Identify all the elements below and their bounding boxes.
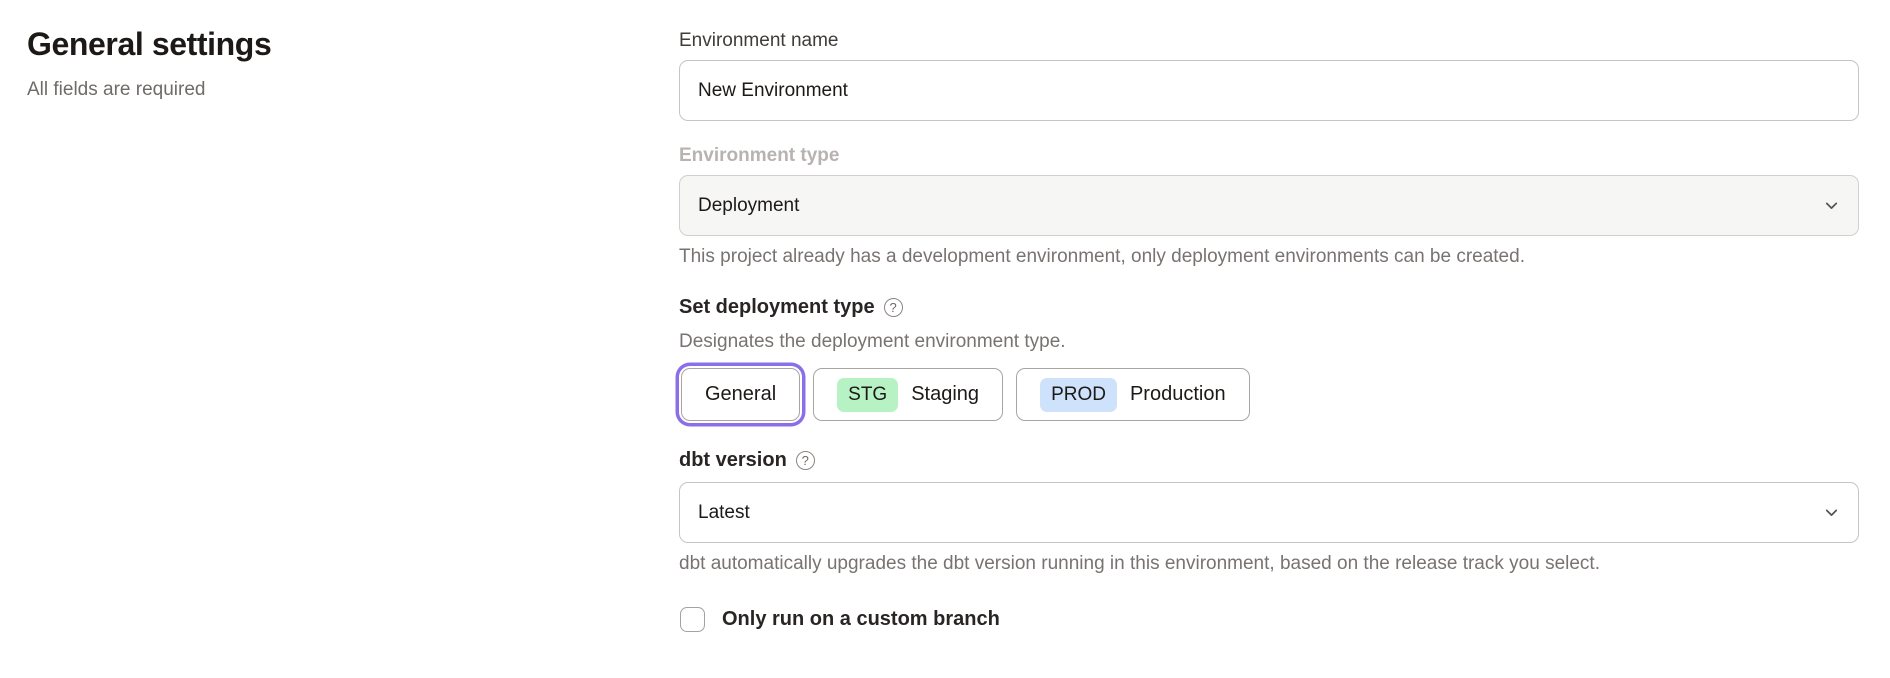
option-label: General [705,383,777,405]
deployment-type-description: Designates the deployment environment ty… [679,331,1066,352]
deployment-type-option-general[interactable]: General [681,368,801,421]
environment-type-select: Deployment [679,175,1859,236]
custom-branch-checkbox[interactable] [680,607,705,632]
deployment-type-option-production[interactable]: PROD Production [1016,368,1250,421]
page-subtitle: All fields are required [27,79,206,100]
page-title: General settings [27,26,272,62]
environment-name-label: Environment name [679,30,839,51]
option-label: Production [1129,383,1226,405]
deployment-type-heading: Set deployment type ? [679,296,1859,319]
staging-badge: STG [837,377,899,412]
production-badge: PROD [1040,377,1117,412]
deployment-type-heading-text: Set deployment type [679,296,875,318]
help-icon[interactable]: ? [795,451,815,470]
settings-form: Environment name Environment type Deploy… [679,30,1859,632]
dbt-version-heading-text: dbt version [679,449,787,471]
environment-name-input[interactable] [679,60,1859,121]
deployment-type-option-staging[interactable]: STG Staging [813,368,1004,421]
help-icon[interactable]: ? [883,298,903,317]
environment-type-label: Environment type [679,145,840,166]
dbt-version-helper: dbt automatically upgrades the dbt versi… [679,553,1600,574]
dbt-version-heading: dbt version ? [679,449,1859,472]
environment-type-helper: This project already has a development e… [679,246,1525,267]
environment-type-value: Deployment [698,194,800,216]
custom-branch-row[interactable]: Only run on a custom branch [679,607,1859,632]
custom-branch-label: Only run on a custom branch [722,608,1000,630]
option-label: Staging [911,383,980,405]
settings-header: General settings All fields are required [27,26,587,101]
chevron-down-icon [1823,504,1840,521]
chevron-down-icon [1823,197,1840,214]
dbt-version-value: Latest [698,501,750,523]
deployment-type-options: General STG Staging PROD Production [679,368,1859,421]
dbt-version-select[interactable]: Latest [679,482,1859,543]
